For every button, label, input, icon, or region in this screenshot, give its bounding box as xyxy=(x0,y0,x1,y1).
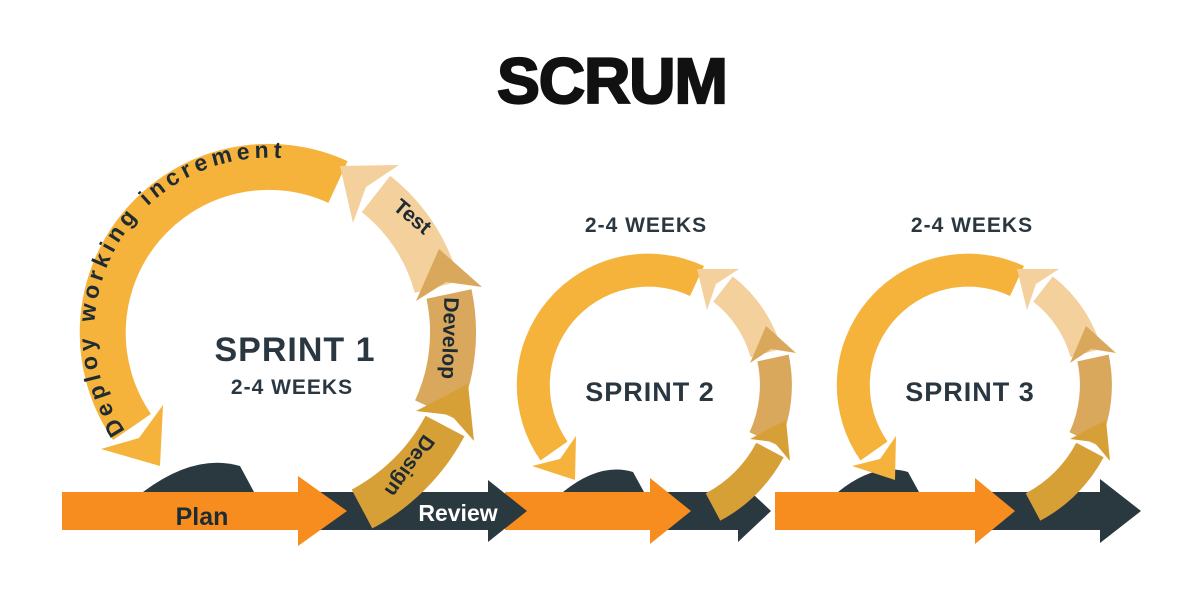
plan-label: Plan xyxy=(176,503,229,531)
review-label: Review xyxy=(418,500,497,526)
sprint-2-duration: 2-4 WEEKS xyxy=(585,214,707,237)
deploy-arc-arrow xyxy=(79,143,348,441)
sprint-1-cycle: Deploy working increment Test Develop De… xyxy=(73,137,482,529)
develop-arrowhead xyxy=(416,249,482,301)
develop-label: Develop xyxy=(437,297,463,379)
mini-test-arrowhead xyxy=(697,269,739,310)
sprint-2-name: SPRINT 2 xyxy=(585,377,715,407)
plan-bar-2 xyxy=(505,492,650,530)
mini-design-arrowhead xyxy=(750,420,790,461)
review-arrowhead-1 xyxy=(488,480,527,542)
sprint-3-name: SPRINT 3 xyxy=(905,377,1035,407)
deploy-arc-arrowhead xyxy=(101,405,163,466)
page-title: SCRUM xyxy=(497,45,727,117)
mini-design-arrow xyxy=(705,442,784,521)
plan-bar-1 xyxy=(62,492,298,530)
review-tail-swoosh-1 xyxy=(143,462,254,492)
plan-arrowhead-3 xyxy=(975,478,1015,544)
plan-bar-3 xyxy=(775,492,975,530)
design-arrowhead xyxy=(416,384,474,441)
mini-develop-arrowhead xyxy=(750,326,796,363)
sprint-3-duration: 2-4 WEEKS xyxy=(911,214,1033,237)
review-arrowhead-3 xyxy=(1100,479,1141,543)
sprint-1-name: SPRINT 1 xyxy=(214,331,375,369)
mini-deploy-arc xyxy=(516,253,704,461)
plan-arrowhead-2 xyxy=(650,478,691,544)
review-tail-swoosh-2 xyxy=(563,469,644,492)
review-tail-swoosh-3 xyxy=(838,469,919,492)
sprint-2-cycle-arrows xyxy=(516,253,796,521)
sprint-1-duration: 2-4 WEEKS xyxy=(231,376,353,399)
plan-arrowhead-1 xyxy=(298,476,347,546)
test-arrowhead xyxy=(340,165,399,223)
design-arrow xyxy=(351,415,465,529)
mini-deploy-arrowhead xyxy=(532,436,576,480)
